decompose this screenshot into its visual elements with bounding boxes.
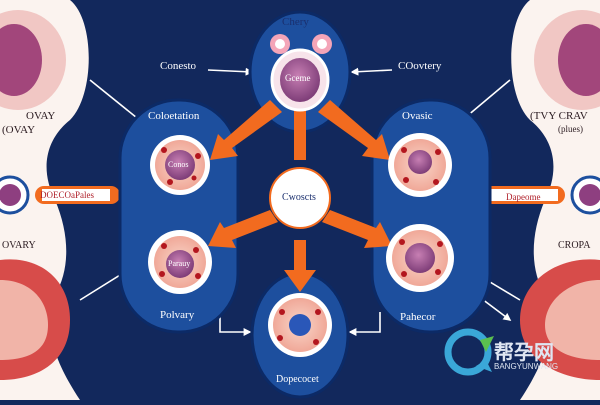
right-top-label: COovtery — [398, 60, 442, 72]
left-panel-footer-label: Polvary — [160, 309, 195, 321]
far-left-ovary-inner-icon — [0, 24, 42, 96]
far-left-mid-label: DOECOaPales — [40, 190, 94, 200]
top-cell — [270, 34, 332, 112]
top-center-label: Chery — [282, 16, 309, 28]
far-right-top-label-2: (plues) — [558, 124, 583, 134]
left-mid-heading: Coloetation — [148, 110, 200, 122]
bottom-cell — [268, 293, 332, 357]
left-cell-bottom-label: Parauy — [168, 259, 191, 268]
bottom-center-label: Dopecocet — [276, 374, 319, 385]
top-center-inner-label: Gceme — [285, 73, 311, 83]
far-right-top-label-1: (TVY CRAV — [530, 110, 588, 122]
watermark-latin-text: BANGYUNWANG — [494, 362, 559, 371]
left-cell-top — [150, 135, 210, 195]
right-mid-heading: Ovasic — [402, 110, 433, 122]
left-cell-bottom — [148, 230, 212, 294]
center-node — [269, 167, 331, 229]
left-top-label: Conesto — [160, 60, 197, 72]
right-stage-panel — [370, 98, 492, 334]
watermark-cn-text: 帮孕网 — [494, 342, 554, 364]
far-left-bottom-label: OVARY — [2, 240, 36, 251]
right-cell-top — [388, 133, 452, 197]
left-stage-panel — [118, 98, 240, 334]
orange-flow-arrows — [208, 100, 392, 292]
far-left-top-label-1: OVAY — [26, 110, 56, 122]
right-cell-bottom — [386, 224, 454, 292]
far-right-bottom-label: CROPA — [558, 240, 591, 251]
watermark-logo-icon — [444, 328, 494, 376]
far-left-top-label-2: (OVAY — [2, 124, 36, 136]
far-right-mid-label: Dapeome — [506, 192, 541, 202]
center-node-label: Cwoscts — [282, 192, 316, 203]
left-cell-top-label: Conos — [168, 160, 189, 169]
right-panel-footer-label: Pahecor — [400, 311, 436, 323]
